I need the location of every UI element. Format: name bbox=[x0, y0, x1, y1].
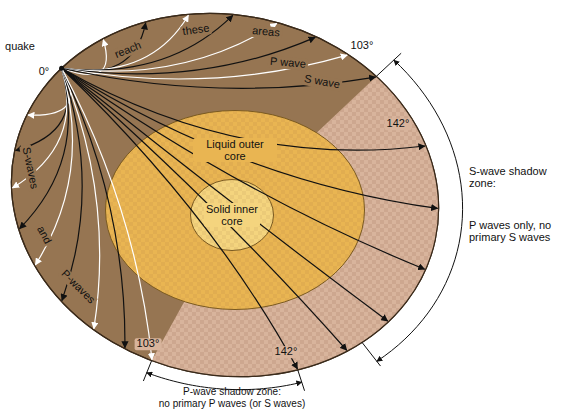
annotation-label: quake bbox=[3, 41, 37, 53]
s-wave-ray bbox=[13, 68, 67, 188]
tick bbox=[298, 370, 305, 391]
s-wave-ray bbox=[62, 40, 107, 75]
tick bbox=[376, 53, 401, 76]
s-wave-ray bbox=[62, 15, 189, 70]
p-wave-ray bbox=[20, 68, 69, 228]
inner-core: Solid inner core bbox=[190, 179, 274, 251]
angle-label: 0° bbox=[37, 66, 52, 78]
mantle bbox=[0, 0, 473, 415]
quake-focus bbox=[59, 66, 64, 71]
angle-label: 142° bbox=[273, 346, 300, 358]
tick bbox=[362, 342, 380, 366]
p-wave-ray bbox=[62, 68, 388, 321]
angle-label: 103° bbox=[349, 40, 376, 52]
annotation-label: no primary P waves (or S waves) bbox=[157, 399, 308, 410]
angle-label: 103° bbox=[135, 338, 162, 350]
annotation-label: P waves only, no primary S waves bbox=[467, 220, 557, 243]
s-wave-bracket bbox=[377, 60, 463, 361]
p-wave-ray bbox=[62, 37, 316, 74]
p-wave-ray bbox=[62, 68, 83, 300]
core-label: Solid inner core bbox=[204, 203, 260, 227]
angle-label: 142° bbox=[385, 118, 412, 130]
p-wave-ray bbox=[16, 68, 68, 150]
s-wave-ray bbox=[62, 23, 277, 71]
annotation-label: S-wave shadow zone: bbox=[467, 166, 557, 189]
p-wave-ray bbox=[62, 23, 146, 71]
annotation-label: P-wave shadow zone: bbox=[181, 387, 283, 398]
earth-outline bbox=[0, 0, 473, 415]
p-wave-ray bbox=[62, 15, 233, 70]
core-label: Liquid outer core bbox=[193, 138, 277, 162]
tick bbox=[143, 361, 151, 381]
outer-core: Liquid outer coreSolid inner core bbox=[105, 110, 365, 310]
